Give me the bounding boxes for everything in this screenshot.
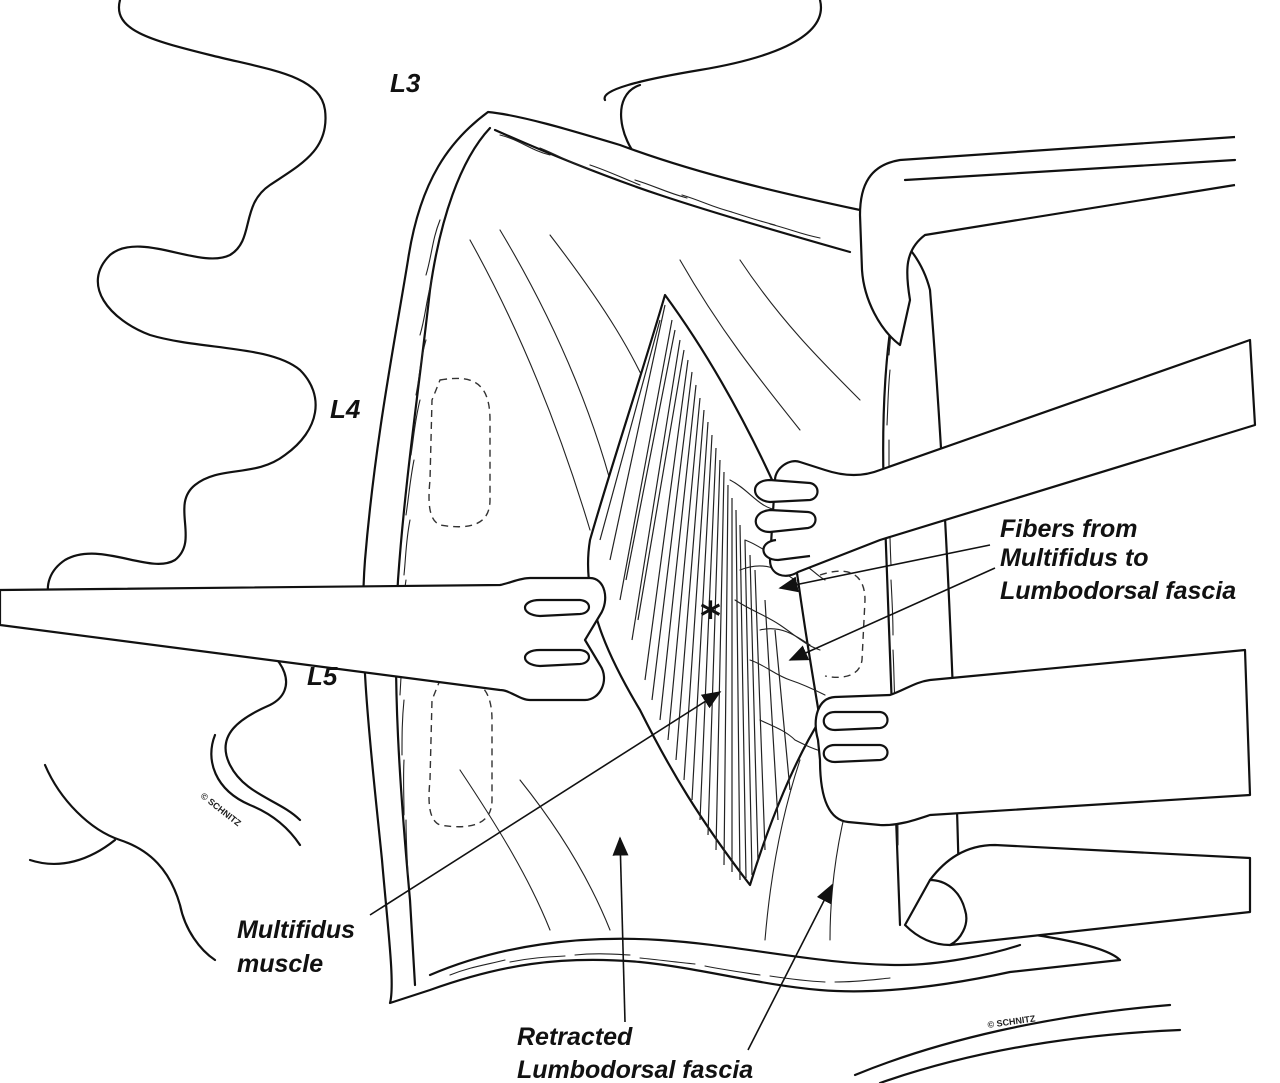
label-multifidus-line1: Multifidus: [237, 916, 355, 944]
label-multifidus-line2: muscle: [237, 950, 323, 978]
retractor-right-upper: [753, 338, 1257, 577]
label-l3: L3: [390, 68, 421, 98]
label-fibers: Fibers from Multifidus to Lumbodorsal fa…: [1000, 515, 1236, 605]
retractor-top-right: [858, 135, 1237, 347]
label-fibers-line3: Lumbodorsal fascia: [1000, 577, 1236, 605]
label-l4: L4: [330, 394, 361, 424]
label-retracted-line2: Lumbodorsal fascia: [517, 1056, 753, 1083]
retractor-bottom-right: [903, 843, 1252, 947]
label-retracted-line1: Retracted: [517, 1023, 633, 1051]
copyright-left: © SCHNITZ: [199, 791, 243, 829]
label-multifidus: Multifidus muscle: [237, 916, 355, 978]
annotation-arrows: [369, 544, 996, 1051]
label-retracted-fascia: Retracted Lumbodorsal fascia: [517, 1023, 753, 1083]
skin-lower-edge: [853, 1003, 1182, 1083]
label-l5: L5: [307, 661, 338, 691]
retractor-left: [0, 576, 607, 702]
label-fibers-line1: Fibers from: [1000, 515, 1138, 543]
label-fibers-line2: Multifidus to: [1000, 544, 1149, 572]
asterisk-marker: *: [700, 594, 721, 640]
retractor-right-lower: [814, 648, 1252, 827]
